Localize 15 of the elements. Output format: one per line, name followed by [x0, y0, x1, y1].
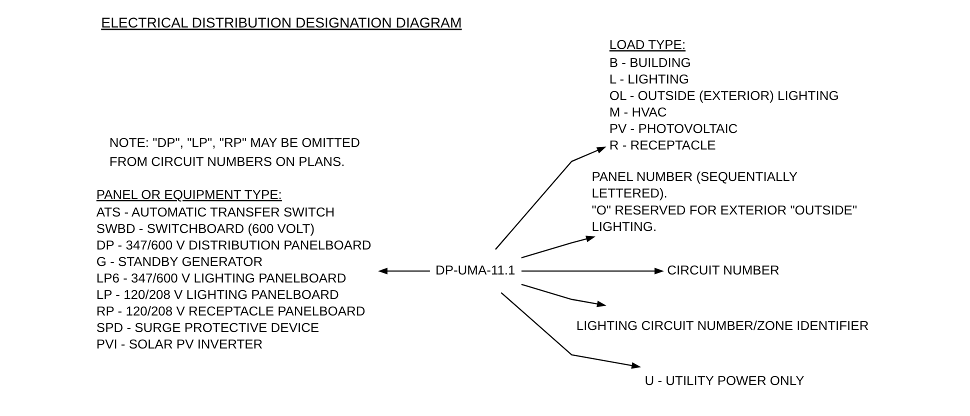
node-text: U - UTILITY POWER ONLY [644, 373, 804, 388]
node-text: CIRCUIT NUMBER [667, 262, 780, 278]
diagram-title: ELECTRICAL DISTRIBUTION DESIGNATION DIAGRAM [101, 14, 462, 31]
arrow [495, 146, 606, 250]
arrow [378, 268, 430, 274]
arrow [521, 268, 664, 274]
node-text: PANEL NUMBER (SEQUENTIALLY LETTERED). "O" RESERVED FOR EXTERIOR "OUTSIDE" LIGHTING. [592, 169, 858, 234]
node-text: DP-UMA-11.1 [435, 262, 516, 278]
node-text: LIGHTING CIRCUIT NUMBER/ZONE IDENTIFIER [576, 318, 869, 333]
arrow [521, 284, 606, 308]
node-text: PANEL OR EQUIPMENT TYPE: ATS - AUTOMATIC TRANSFER SWITCH SWBD - SWITCHBOARD (600 VOLT) DP - 347/600 V DISTRIBUTION PANELBOARD G - STANDBY GENERATOR LP6 - 347/600 V LIGHTING PANELBOARD LP - 120/208 V LIGHTING PANELBOARD RP - 120/208 V RECEPTACLE PANELBOARD SPD - SURGE PROTECTIVE DEVICE PVI - SOLAR PV INVERTER [96, 186, 372, 352]
label: NOTE: "DP", "LP", "RP" MAY BE OMITTED FROM CIRCUIT NUMBERS ON PLANS. [109, 135, 360, 169]
arrow [521, 236, 596, 258]
node-text: LOAD TYPE: B - BUILDING L - LIGHTING OL - OUTSIDE (EXTERIOR) LIGHTING M - HVAC PV - PHOTOVOLTAIC R - RECEPTACLE [609, 37, 839, 152]
arrow [500, 292, 642, 369]
